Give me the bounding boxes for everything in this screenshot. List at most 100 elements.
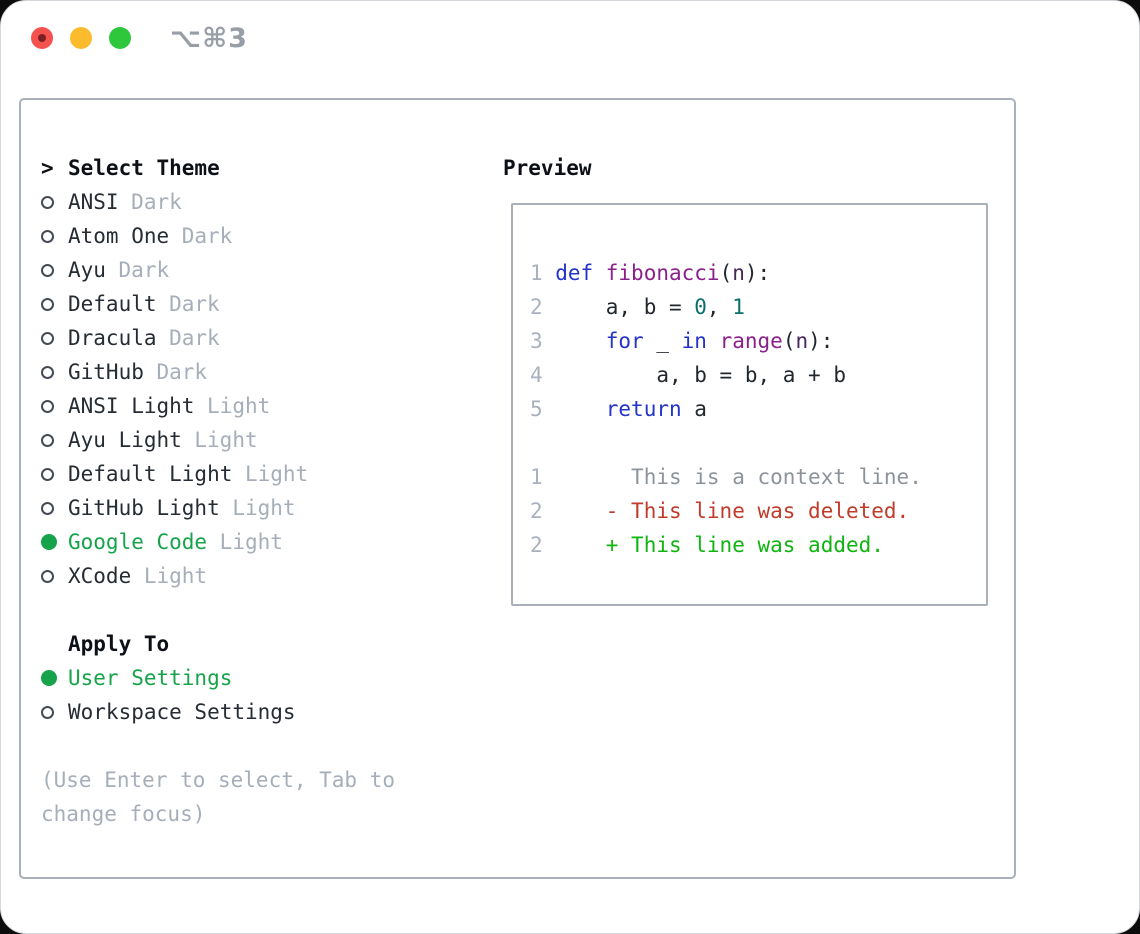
radio-icon: [41, 569, 68, 583]
code-line: 2 + This line was added.: [530, 528, 986, 562]
line-number: 2: [530, 533, 543, 557]
code-token-plain: _: [643, 329, 682, 353]
theme-variant: Dark: [156, 360, 208, 384]
code-token-plain: ):: [808, 329, 834, 353]
theme-option-atom-one[interactable]: Atom One Dark: [41, 219, 395, 253]
theme-variant: Light: [219, 530, 283, 554]
close-button-icon[interactable]: [31, 27, 53, 49]
select-theme-header: > Select Theme: [41, 151, 395, 185]
code-line: [530, 426, 986, 460]
line-number: 2: [530, 295, 543, 319]
line-number: 5: [530, 397, 543, 421]
code-line: 3 for _ in range(n):: [530, 324, 986, 358]
code-token-plain: (: [782, 329, 796, 353]
code-token-context: This is a context line.: [555, 465, 922, 489]
minimize-button-icon[interactable]: [70, 27, 92, 49]
code-token-keyword: def: [555, 261, 606, 285]
radio-icon: [41, 433, 68, 447]
radio-icon: [41, 501, 68, 515]
code-token-param: n: [732, 261, 745, 285]
theme-option-google-code[interactable]: Google Code Light: [41, 525, 395, 559]
code-token-plain: [555, 397, 606, 421]
theme-variant: Dark: [169, 326, 220, 350]
apply-to-header: Apply To: [41, 627, 395, 661]
cursor-prompt-icon: >: [41, 156, 54, 180]
theme-variant: Light: [143, 564, 208, 588]
radio-icon: [41, 229, 68, 243]
select-theme-title: Select Theme: [68, 156, 220, 180]
line-number: 2: [530, 499, 543, 523]
code-token-plain: (: [719, 261, 733, 285]
code-line: 2 a, b = 0, 1: [530, 290, 986, 324]
theme-name: Google Code: [68, 530, 208, 554]
theme-variant: Dark: [169, 292, 220, 316]
theme-option-ayu[interactable]: Ayu Dark: [41, 253, 395, 287]
theme-variant: Light: [194, 428, 258, 452]
code-token-plain: [555, 329, 606, 353]
code-token-function: fibonacci: [605, 261, 720, 285]
code-token-plain: ,: [706, 295, 733, 319]
spacer: [41, 729, 395, 763]
line-number: 1: [530, 261, 543, 285]
code-line: 5 return a: [530, 392, 986, 426]
theme-name: ANSI Light: [68, 394, 195, 418]
line-number: 3: [530, 329, 543, 353]
spacer: [41, 593, 395, 627]
line-number: 1: [530, 465, 543, 489]
radio-icon: [41, 399, 68, 413]
code-token-plain: [707, 329, 720, 353]
theme-option-ansi-light[interactable]: ANSI Light Light: [41, 389, 395, 423]
code-token-keyword: for: [605, 329, 644, 353]
code-token-plain: a, b = b, a + b: [555, 363, 846, 387]
apply-to-title: Apply To: [68, 632, 170, 656]
code-token-keyword: return: [605, 397, 682, 421]
apply-option-user-settings[interactable]: User Settings: [41, 661, 395, 695]
radio-icon: [41, 467, 68, 481]
code-token-function: range: [719, 329, 783, 353]
titlebar: ⌥⌘3: [1, 1, 1139, 75]
theme-variant: Light: [207, 394, 271, 418]
code-line: 2 - This line was deleted.: [530, 494, 986, 528]
code-token-keyword: in: [681, 329, 707, 353]
code-token-number: 0: [694, 295, 707, 319]
line-number: 4: [530, 363, 543, 387]
theme-variant: Light: [244, 462, 309, 486]
window-title: ⌥⌘3: [170, 22, 248, 54]
help-text-line-1: (Use Enter to select, Tab to: [41, 768, 396, 792]
code-token-plain: a, b =: [555, 295, 695, 319]
radio-icon: [41, 365, 68, 379]
apply-option-label: Workspace Settings: [68, 700, 296, 724]
apply-option-label: User Settings: [68, 666, 233, 690]
theme-option-github[interactable]: GitHub Dark: [41, 355, 395, 389]
theme-variant: Dark: [118, 258, 170, 282]
theme-variant: Light: [232, 496, 296, 520]
radio-icon: [41, 297, 68, 311]
theme-name: GitHub: [68, 360, 144, 384]
radio-selected-icon: [41, 670, 68, 686]
code-line: 4 a, b = b, a + b: [530, 358, 986, 392]
theme-name: Ayu Light: [68, 428, 182, 452]
radio-icon: [41, 331, 68, 345]
theme-option-default[interactable]: Default Dark: [41, 287, 395, 321]
zoom-button-icon[interactable]: [109, 27, 131, 49]
code-token-added: + This line was added.: [555, 533, 884, 557]
theme-variant: Dark: [181, 224, 233, 248]
radio-icon: [41, 705, 68, 719]
theme-name: Ayu: [68, 258, 106, 282]
theme-name: Atom One: [68, 224, 170, 248]
apply-option-workspace-settings[interactable]: Workspace Settings: [41, 695, 395, 729]
radio-icon: [41, 195, 68, 209]
theme-name: Default: [68, 292, 157, 316]
help-text-line-2: change focus): [41, 802, 206, 826]
theme-option-ayu-light[interactable]: Ayu Light Light: [41, 423, 395, 457]
